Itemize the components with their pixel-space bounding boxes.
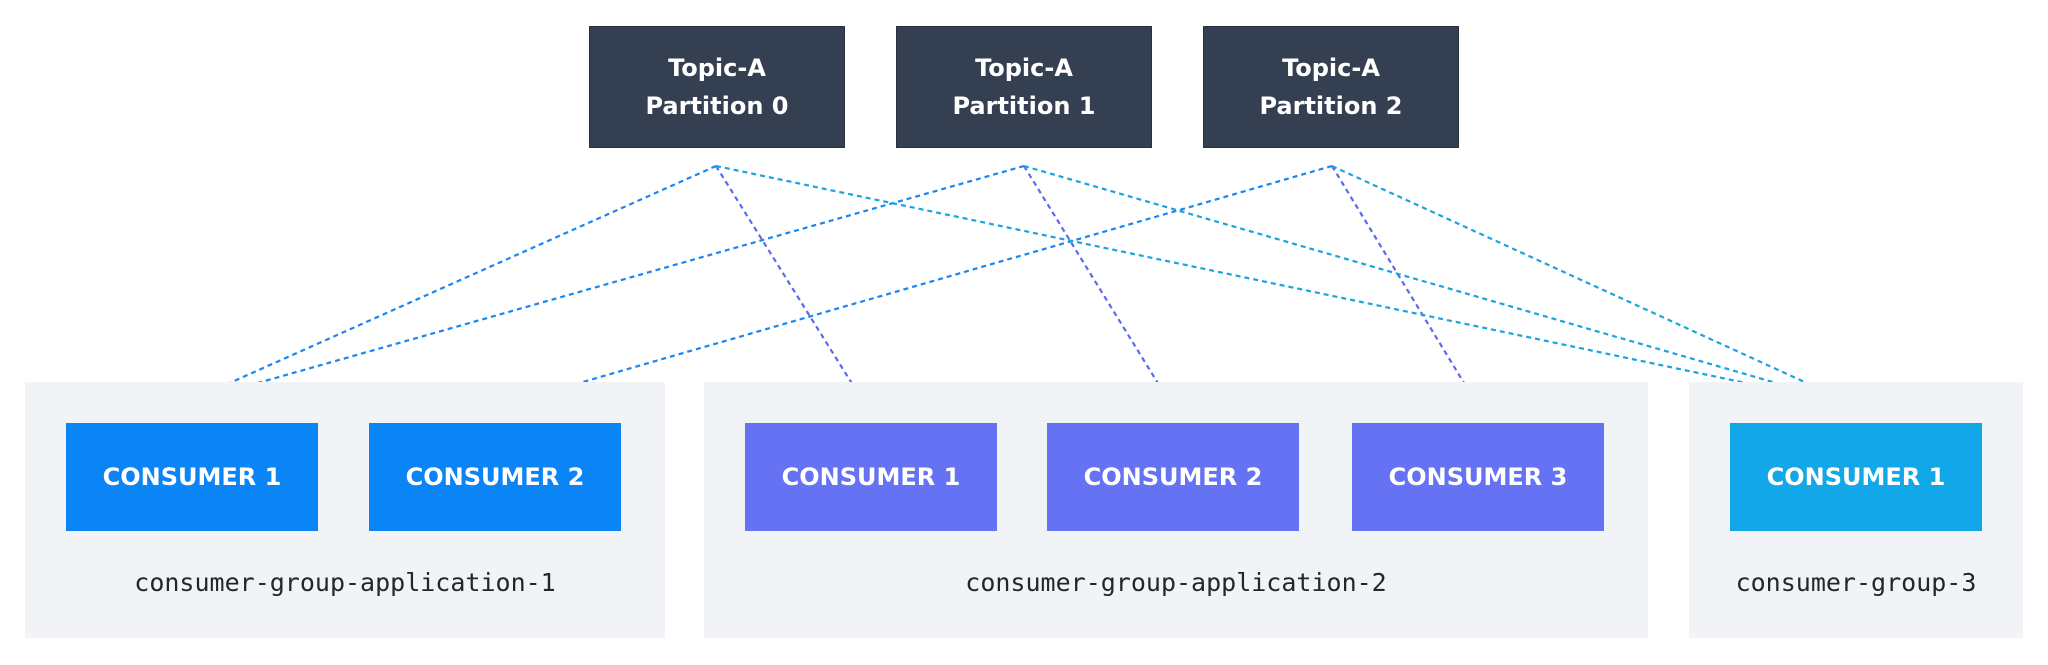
group2-consumer-1: CONSUMER 1 <box>745 423 997 531</box>
arrow-p1-to-g3-consumer1 <box>1023 164 1859 410</box>
arrow-p1-to-g2-consumer2 <box>1023 165 1174 409</box>
group3-consumer-1: CONSUMER 1 <box>1730 423 1982 531</box>
group2-consumer-3: CONSUMER 3 <box>1352 423 1604 531</box>
topic-name: Topic-A <box>668 54 766 82</box>
topic-partition-1: Topic-A Partition 1 <box>896 26 1152 148</box>
consumer-label: CONSUMER 1 <box>1766 463 1946 491</box>
topic-name: Topic-A <box>975 54 1073 82</box>
arrow-p0-to-g2-consumer1 <box>715 165 868 409</box>
consumer-group-2-label: consumer-group-application-2 <box>965 568 1387 597</box>
consumer-label: CONSUMER 2 <box>405 463 585 491</box>
consumer-label: CONSUMER 3 <box>1388 463 1568 491</box>
consumer-group-3-label: consumer-group-3 <box>1735 568 1977 597</box>
consumer-label: CONSUMER 2 <box>1083 463 1263 491</box>
arrow-p2-to-g2-consumer3 <box>1331 165 1480 409</box>
partition-name: Partition 0 <box>645 92 789 120</box>
consumer-group-1-label: consumer-group-application-1 <box>134 568 556 597</box>
topic-partition-0: Topic-A Partition 0 <box>589 26 845 148</box>
partition-name: Partition 1 <box>952 92 1096 120</box>
arrow-p2-to-g1-consumer2 <box>493 164 1333 411</box>
consumer-label: CONSUMER 1 <box>102 463 282 491</box>
topic-partition-2: Topic-A Partition 2 <box>1203 26 1459 148</box>
arrow-p0-to-g1-consumer1 <box>175 164 717 408</box>
consumer-label: CONSUMER 1 <box>781 463 961 491</box>
group1-consumer-2: CONSUMER 2 <box>369 423 621 531</box>
group1-consumer-1: CONSUMER 1 <box>66 423 318 531</box>
arrow-p1-to-g1-consumer1 <box>177 164 1025 409</box>
topic-name: Topic-A <box>1282 54 1380 82</box>
arrow-p0-to-g3-consumer1 <box>715 164 1858 411</box>
partition-name: Partition 2 <box>1259 92 1403 120</box>
arrow-p2-to-g3-consumer1 <box>1331 164 1860 408</box>
group2-consumer-2: CONSUMER 2 <box>1047 423 1299 531</box>
